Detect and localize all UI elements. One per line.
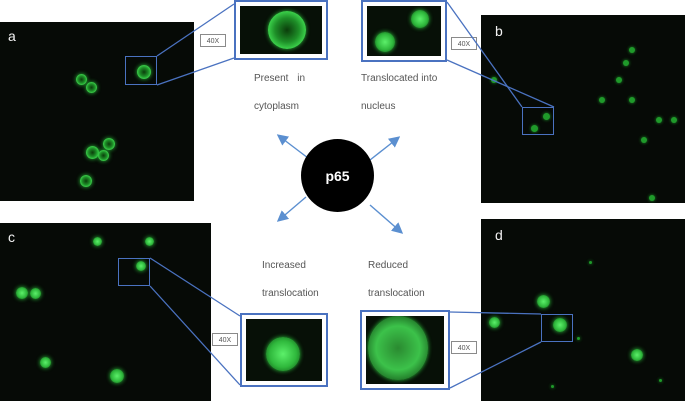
panel-c-micrograph: c (0, 223, 211, 401)
panel-d-micrograph: d (481, 219, 685, 401)
panel-b-letter: b (495, 23, 503, 39)
cell (98, 150, 109, 161)
nucleus-dot (616, 77, 622, 83)
debris-dot (589, 261, 592, 264)
zoom-region-a (125, 56, 157, 85)
cell (93, 237, 102, 246)
nucleus-dot (629, 47, 635, 53)
panel-c-letter: c (8, 229, 15, 245)
zoomed-cell-reduced (368, 316, 428, 380)
cell (110, 369, 124, 383)
zoom-region-c (118, 258, 150, 286)
cell (30, 288, 41, 299)
zoomed-cell-cytoplasm (268, 11, 306, 49)
arrow-to-a (276, 134, 309, 159)
nucleus-dot (543, 113, 550, 120)
cell (137, 65, 151, 79)
label-a-line2: cytoplasm (254, 101, 300, 112)
nucleus-dot (641, 137, 647, 143)
magnification-tag-c: 40X (212, 333, 238, 346)
arrow-to-c (276, 196, 307, 222)
center-node-p65: p65 (301, 139, 374, 212)
inset-a-image (240, 6, 322, 54)
inset-d-image (366, 316, 444, 384)
cell (136, 261, 146, 271)
panel-d-letter: d (495, 227, 503, 243)
panel-a-letter: a (8, 28, 16, 44)
zoomed-cell-nucleus (411, 10, 429, 28)
cell (40, 357, 51, 368)
zoom-region-d (541, 314, 573, 342)
debris-dot (659, 379, 662, 382)
inset-a-40x (234, 0, 328, 60)
zoomed-cell-nucleus (375, 32, 395, 52)
nucleus-dot (491, 77, 497, 83)
debris-dot (577, 337, 580, 340)
label-a-line1: Present in (254, 73, 306, 84)
label-d-line1: Reduced (368, 260, 409, 271)
panel-b-micrograph: b (481, 15, 685, 203)
cell (553, 318, 567, 332)
inset-c-40x (240, 313, 328, 387)
magnification-tag-d: 40X (451, 341, 477, 354)
inset-b-image (367, 6, 441, 56)
magnification-tag-a: 40X (200, 34, 226, 47)
nucleus-dot (599, 97, 605, 103)
cell (103, 138, 115, 150)
label-b-line1: Translocated into (361, 73, 438, 84)
zoomed-cell-translocation (266, 337, 300, 371)
inset-b-40x (361, 0, 447, 62)
zoom-region-b (522, 107, 554, 135)
inset-d-40x (360, 310, 450, 390)
cell (76, 74, 87, 85)
nucleus-dot (531, 125, 538, 132)
arrow-to-b (369, 136, 401, 161)
cell (86, 146, 99, 159)
label-b-line2: nucleus (361, 101, 396, 112)
nucleus-dot (629, 97, 635, 103)
cell (16, 287, 28, 299)
label-d-line2: translocation (368, 288, 425, 299)
nucleus-dot (656, 117, 662, 123)
cell (86, 82, 97, 93)
cell (489, 317, 500, 328)
nucleus-dot (623, 60, 629, 66)
panel-a-micrograph: a (0, 22, 194, 201)
inset-c-image (246, 319, 322, 381)
magnification-tag-b: 40X (451, 37, 477, 50)
arrow-to-d (369, 204, 404, 234)
cell (537, 295, 550, 308)
cell (145, 237, 154, 246)
cell (631, 349, 643, 361)
nucleus-dot (671, 117, 677, 123)
cell (80, 175, 92, 187)
nucleus-dot (649, 195, 655, 201)
debris-dot (551, 385, 554, 388)
label-c-line1: Increased (262, 260, 306, 271)
label-c-line2: translocation (262, 288, 319, 299)
